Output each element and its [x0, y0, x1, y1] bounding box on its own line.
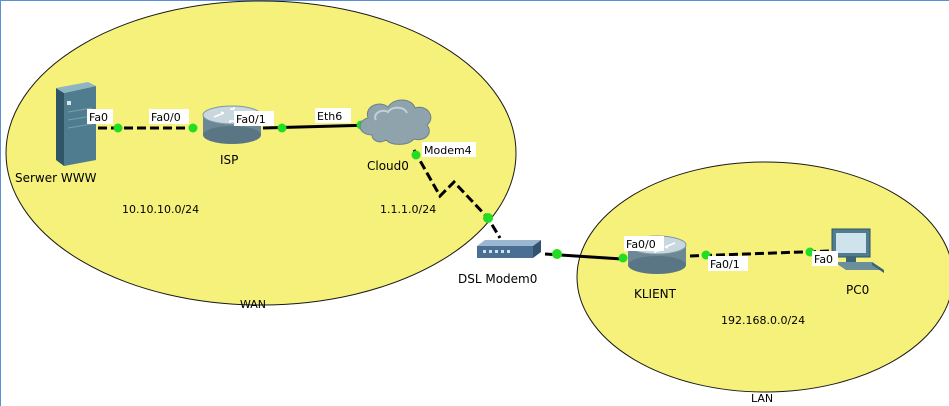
server-device[interactable]: Serwer WWW [15, 82, 97, 185]
lan-zone [576, 161, 949, 393]
cloud-device[interactable]: Cloud0 [359, 99, 432, 173]
pc-label: PC0 [846, 283, 869, 297]
svg-text:Fa0/1: Fa0/1 [710, 258, 740, 271]
svg-text:Fa0/0: Fa0/0 [151, 111, 181, 124]
svg-text:Fa0/0: Fa0/0 [626, 238, 656, 251]
svg-text:Eth6: Eth6 [317, 110, 342, 123]
svg-text:Fa0/1: Fa0/1 [236, 113, 266, 126]
isp-label: ISP [220, 153, 238, 167]
port-dot-isp-fa00 [188, 123, 198, 133]
port-dot-server-fa0 [113, 123, 123, 133]
port-label-cloud-eth6: Eth6 [315, 108, 351, 123]
port-dot-klient-fa00 [618, 253, 628, 263]
subnet-label-wan: 10.10.10.0/24 [122, 203, 199, 216]
cloud-label: Cloud0 [367, 159, 409, 173]
port-label-pc-fa0: Fa0 [812, 251, 838, 266]
port-dot-modem-eth [552, 249, 562, 259]
pc-icon [831, 228, 884, 273]
pc-device[interactable]: PC0 [831, 228, 884, 297]
subnet-label-dsl: 1.1.1.0/24 [380, 203, 436, 216]
svg-text:Fa0: Fa0 [89, 111, 108, 124]
link-cloud-modem [412, 149, 502, 239]
router-icon [202, 105, 262, 144]
port-label-isp-fa00: Fa0/0 [149, 109, 189, 124]
wan-zone [5, 0, 517, 306]
port-label-isp-fa01: Fa0/1 [234, 111, 274, 126]
port-dot-modem-dsl [483, 213, 493, 223]
port-label-cloud-modem4: Modem4 [422, 142, 476, 157]
subnet-label-lan: 192.168.0.0/24 [721, 314, 805, 327]
svg-text:Modem4: Modem4 [424, 144, 472, 157]
zone-label-lan: LAN [751, 392, 773, 405]
modem-icon [477, 240, 541, 258]
modem-label: DSL Modem0 [458, 272, 537, 286]
port-dot-cloud-modem4 [411, 150, 421, 160]
dsl-modem-device[interactable]: DSL Modem0 [458, 240, 541, 286]
server-icon [56, 82, 96, 166]
server-label: Serwer WWW [15, 171, 97, 185]
port-label-klient-fa01: Fa0/1 [708, 256, 748, 271]
link-klient-pc [689, 249, 831, 258]
isp-router-device[interactable]: ISP [202, 105, 262, 167]
klient-label: KLIENT [634, 287, 677, 301]
port-label-server-fa0: Fa0 [87, 109, 113, 124]
port-label-klient-fa00: Fa0/0 [624, 236, 664, 251]
cloud-icon [359, 99, 432, 145]
svg-text:Fa0: Fa0 [814, 253, 833, 266]
port-dot-isp-fa01 [277, 123, 287, 133]
zone-label-wan: WAN [240, 298, 266, 311]
